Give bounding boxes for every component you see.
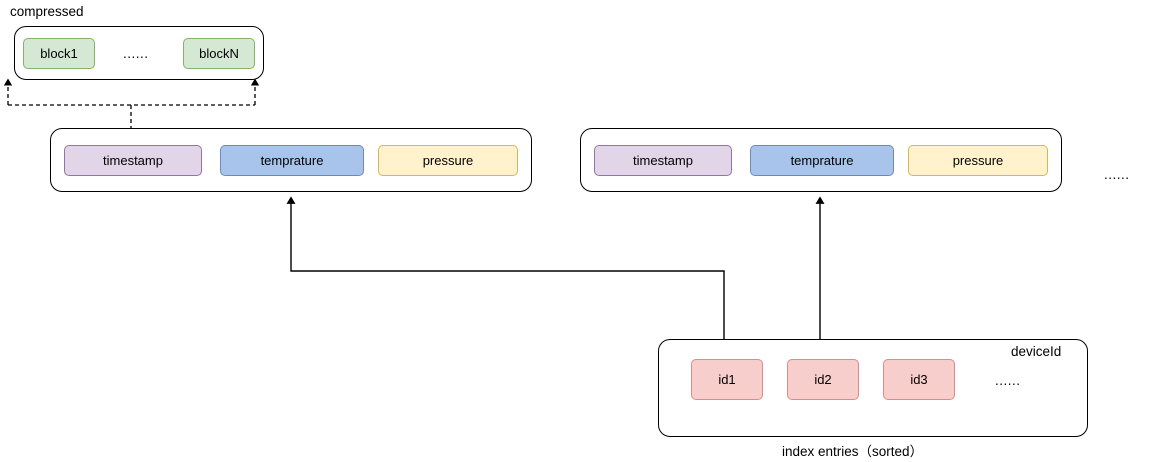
chip-timestamp-right: timestamp [594,145,732,176]
chip-id3: id3 [883,359,955,400]
chip-pressure-left: pressure [378,145,518,176]
block-ellipsis: ...... [123,46,149,61]
compressed-block-container: block1 ...... blockN [14,26,264,80]
chip-temprature-left: temprature [220,145,364,176]
device-id-label: deviceId [1011,344,1062,359]
chunk-trailing-ellipsis: ...... [1104,167,1130,182]
chip-timestamp-left: timestamp [64,145,202,176]
chip-blockN: blockN [183,38,255,69]
chunk-container-right: timestamp temprature pressure [580,128,1062,192]
index-entries-container: deviceId id1 id2 id3 ...... [658,339,1088,437]
chip-id1: id1 [691,359,763,400]
chip-pressure-right: pressure [908,145,1048,176]
index-ellipsis: ...... [995,373,1021,388]
chip-id2: id2 [787,359,859,400]
index-entries-caption: index entries（sorted） [782,444,924,459]
chip-temprature-right: temprature [750,145,894,176]
compressed-label: compressed [10,4,84,19]
chip-block1: block1 [23,38,95,69]
chunk-container-left: timestamp temprature pressure [50,128,532,192]
